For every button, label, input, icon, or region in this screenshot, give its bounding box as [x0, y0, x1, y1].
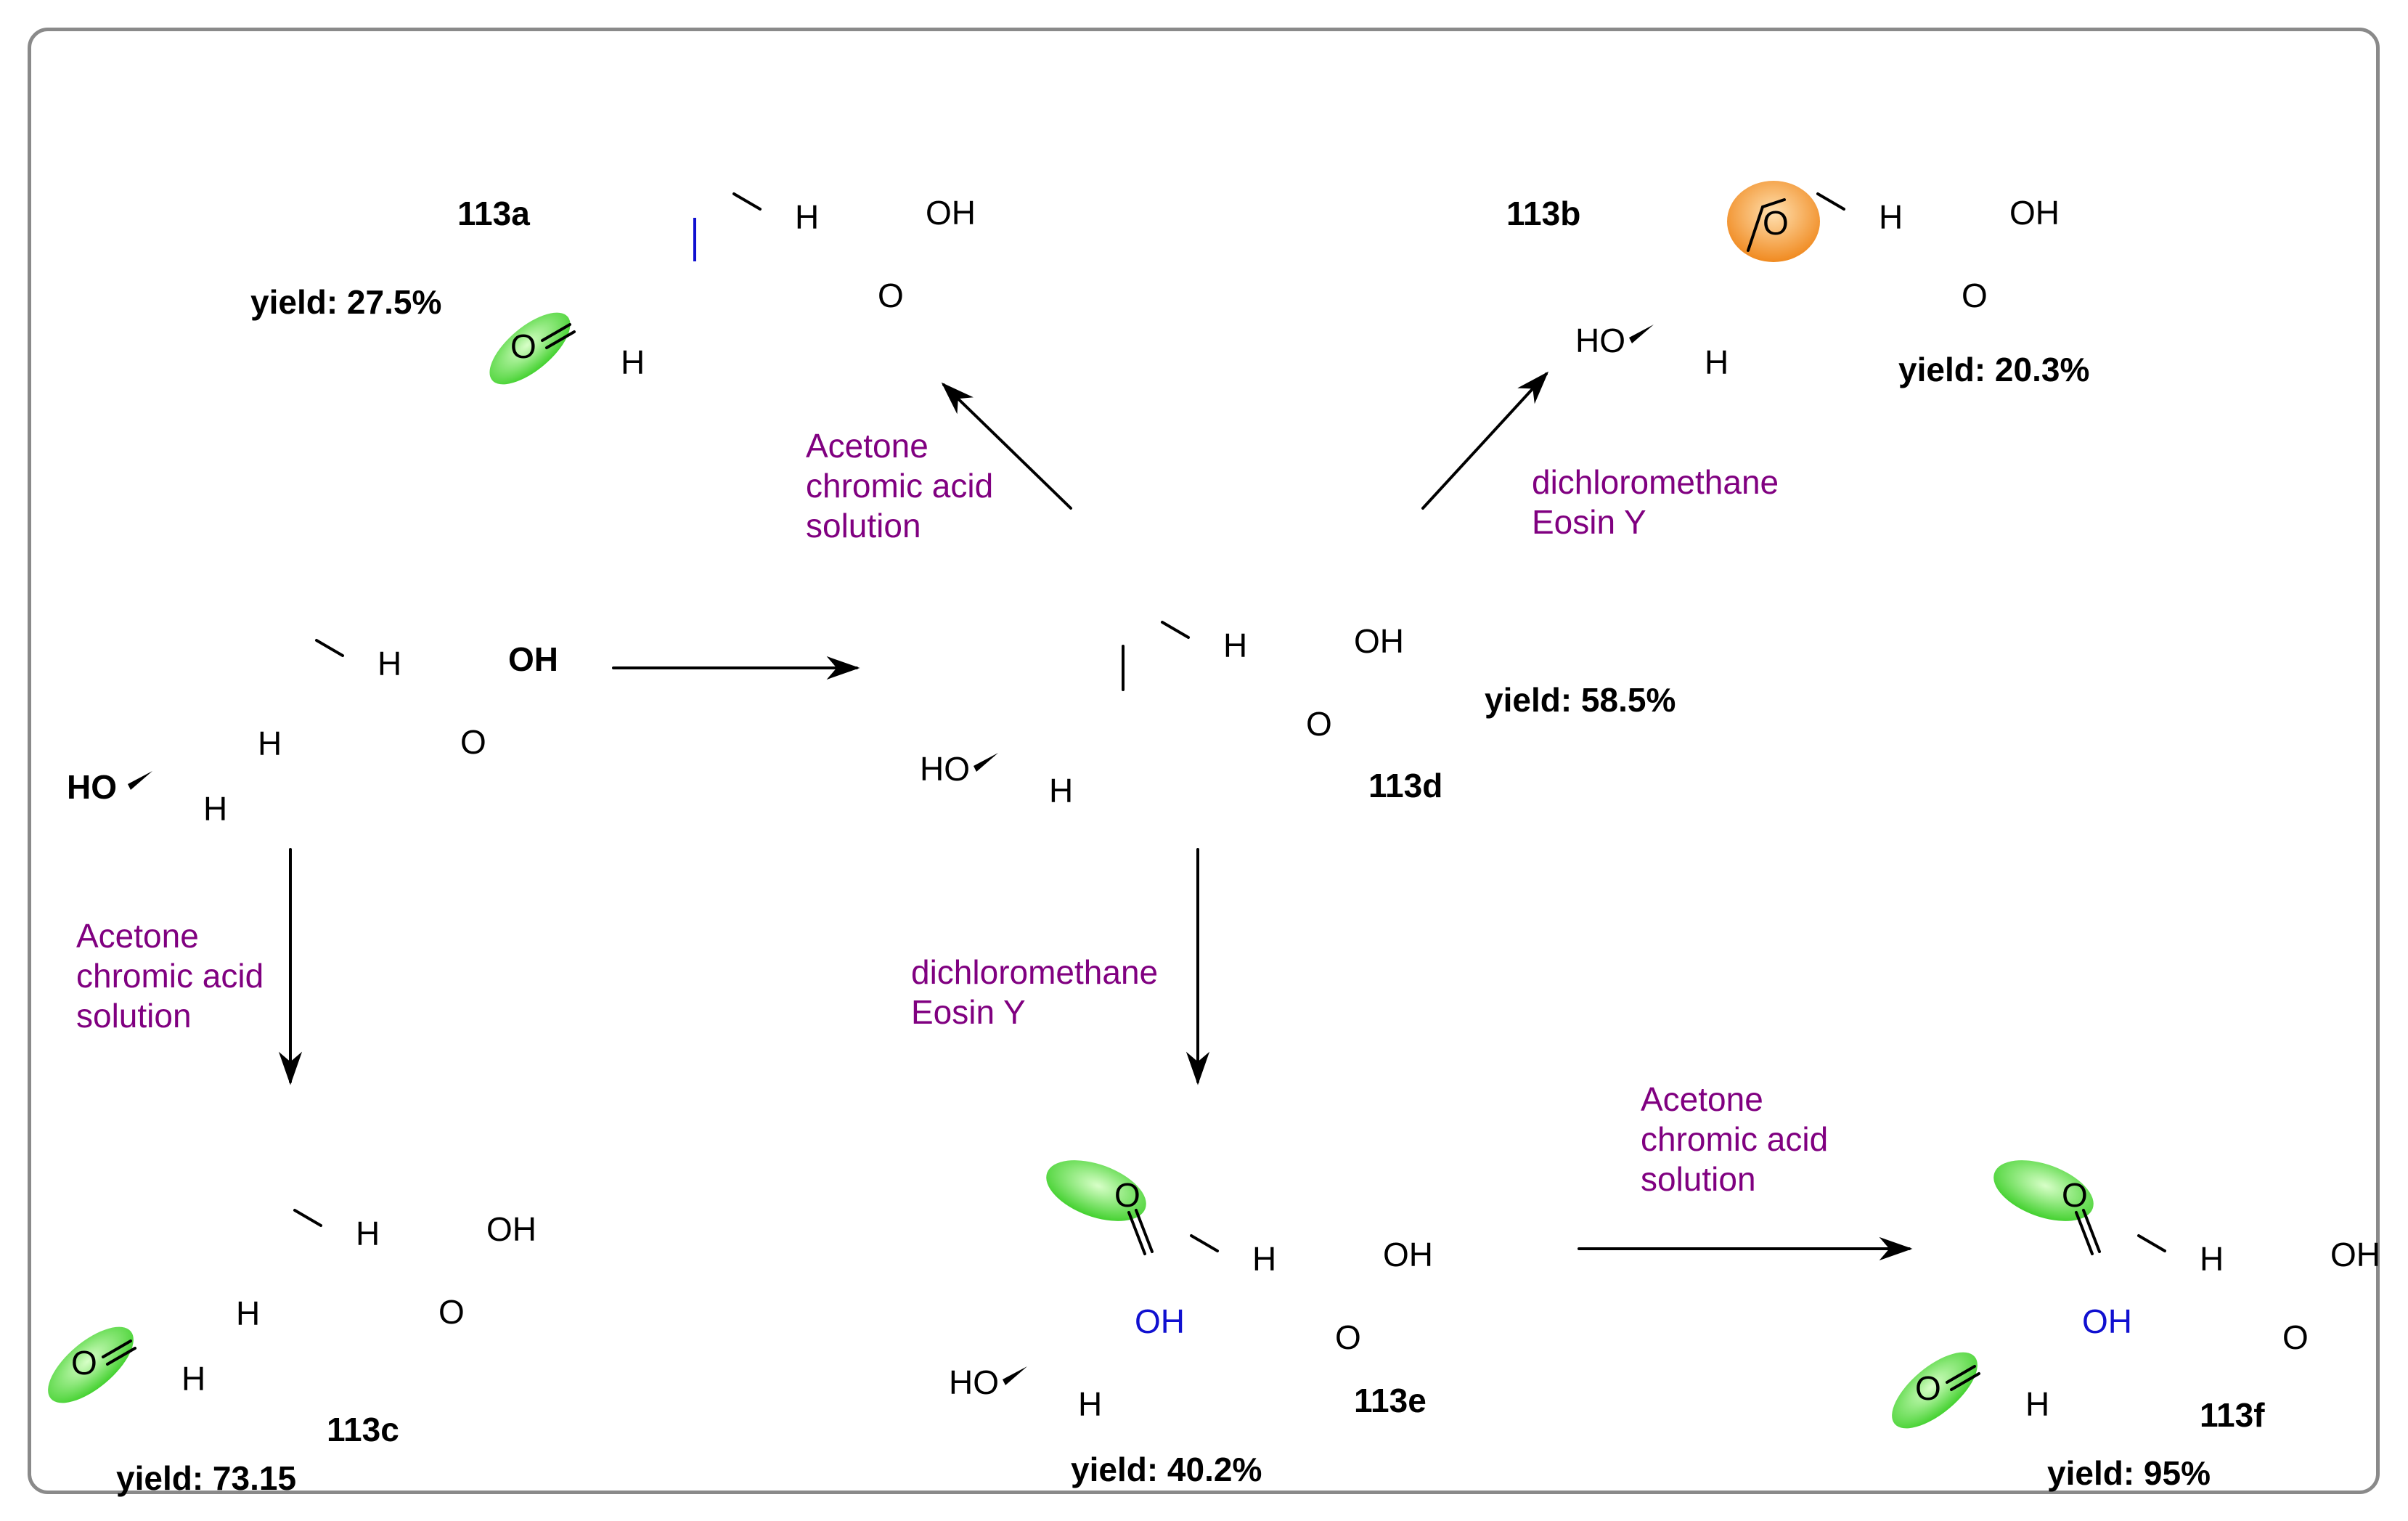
conditions-to-113f: Acetone chromic acid solution [1641, 1080, 1828, 1198]
acid-oh-label: OH [1354, 622, 1404, 660]
compound-113e: O OH HO OH O H H [949, 1160, 1433, 1423]
h-label: H [356, 1215, 380, 1252]
compound-label-113c: 113c [327, 1411, 399, 1448]
hydroxyl-label: HO [949, 1363, 999, 1401]
h-label: H [1078, 1385, 1102, 1423]
condition-line: solution [806, 507, 921, 545]
compound-label-113d: 113d [1368, 767, 1442, 804]
ketone-o-label: O [1114, 1176, 1140, 1214]
h-label: H [1879, 198, 1903, 236]
conditions-to-113e: dichloromethane Eosin Y [911, 953, 1158, 1031]
carbonyl-o-label: O [460, 723, 486, 761]
compound-113b: O HO OH O H H [1575, 181, 2060, 381]
hydroxyl-label: HO [920, 750, 970, 788]
ketone-highlight [1892, 1352, 1978, 1429]
ketone-highlight [48, 1326, 134, 1403]
blue-hydroxyl-label: OH [1135, 1302, 1185, 1340]
ketone-highlight [489, 312, 571, 385]
acid-oh-label: OH [2009, 194, 2060, 232]
condition-line: dichloromethane [1532, 463, 1779, 501]
carbonyl-o-label: O [1306, 705, 1332, 743]
conditions-to-113b: dichloromethane Eosin Y [1532, 463, 1779, 541]
condition-line: solution [1641, 1160, 1756, 1198]
h-label: H [258, 725, 282, 762]
condition-line: chromic acid [76, 957, 264, 995]
h-label: H [1705, 343, 1729, 381]
compound-113c: O OH O H H H [48, 1209, 536, 1403]
condition-line: solution [76, 997, 192, 1035]
h-label: H [203, 790, 227, 828]
yield-113d: yield: 58.5% [1485, 681, 1676, 719]
condition-line: chromic acid [806, 467, 993, 505]
h-label: H [377, 645, 401, 682]
acid-oh-label: OH [486, 1210, 536, 1248]
carbonyl-o-label: O [878, 277, 904, 314]
ketone-highlight [1046, 1160, 1146, 1221]
condition-line: Eosin Y [911, 993, 1026, 1031]
yield-113c: yield: 73.15 [116, 1459, 296, 1497]
carbonyl-o-label: O [1962, 277, 1988, 314]
hydroxyl-label: HO [67, 768, 117, 806]
yield-113a: yield: 27.5% [250, 283, 441, 321]
hydroxyl-label: HO [1575, 322, 1625, 359]
yield-113e: yield: 40.2% [1071, 1451, 1262, 1488]
compound-113f: O O OH OH O H H [1892, 1160, 2380, 1429]
h-label: H [1223, 627, 1247, 664]
epoxide-o-label: O [1763, 204, 1789, 242]
ketone-o-label: O [1915, 1369, 1941, 1407]
carbonyl-o-label: O [438, 1293, 465, 1331]
h-label: H [2025, 1385, 2049, 1423]
ketone-o-label: O [2062, 1176, 2088, 1214]
yield-113b: yield: 20.3% [1898, 351, 2089, 388]
condition-line: Acetone [76, 917, 199, 955]
condition-line: Acetone [806, 427, 928, 465]
h-label: H [2200, 1240, 2224, 1278]
compound-label-113e: 113e [1354, 1382, 1427, 1419]
condition-line: chromic acid [1641, 1120, 1828, 1158]
ketone-highlight [1993, 1160, 2094, 1221]
acid-oh-label: OH [2330, 1236, 2380, 1273]
arrow-to-113b [1421, 371, 1549, 510]
h-label: H [621, 343, 645, 381]
h-label: H [181, 1360, 205, 1398]
h-label: H [1252, 1240, 1276, 1278]
arrow-to-113a [941, 382, 1072, 510]
compound-113d: HO OH O H H [920, 621, 1404, 810]
condition-line: dichloromethane [911, 953, 1158, 991]
ketone-o-label: O [510, 327, 536, 365]
acid-oh-label: OH [508, 640, 558, 678]
condition-line: Acetone [1641, 1080, 1763, 1118]
h-label: H [236, 1294, 260, 1332]
condition-line: Eosin Y [1532, 503, 1646, 541]
acid-oh-label: OH [1383, 1236, 1433, 1273]
acid-oh-label: OH [926, 194, 976, 232]
conditions-to-113c: Acetone chromic acid solution [76, 917, 264, 1035]
conditions-to-113a: Acetone chromic acid solution [806, 427, 993, 545]
blue-hydroxyl-label: OH [2082, 1302, 2132, 1340]
compound-label-113f: 113f [2200, 1396, 2265, 1434]
h-label: H [795, 198, 819, 236]
carbonyl-o-label: O [1335, 1318, 1361, 1356]
compound-label-113b: 113b [1506, 195, 1580, 232]
h-label: H [1049, 772, 1073, 810]
yield-113f: yield: 95% [2047, 1454, 2211, 1492]
carbonyl-o-label: O [2282, 1318, 2309, 1356]
compound-start: HO OH O H H H [67, 639, 558, 828]
compound-label-113a: 113a [457, 195, 530, 232]
scheme-frame [28, 28, 2380, 1494]
compound-113a: O OH O H H [489, 192, 976, 385]
ketone-o-label: O [71, 1344, 97, 1382]
